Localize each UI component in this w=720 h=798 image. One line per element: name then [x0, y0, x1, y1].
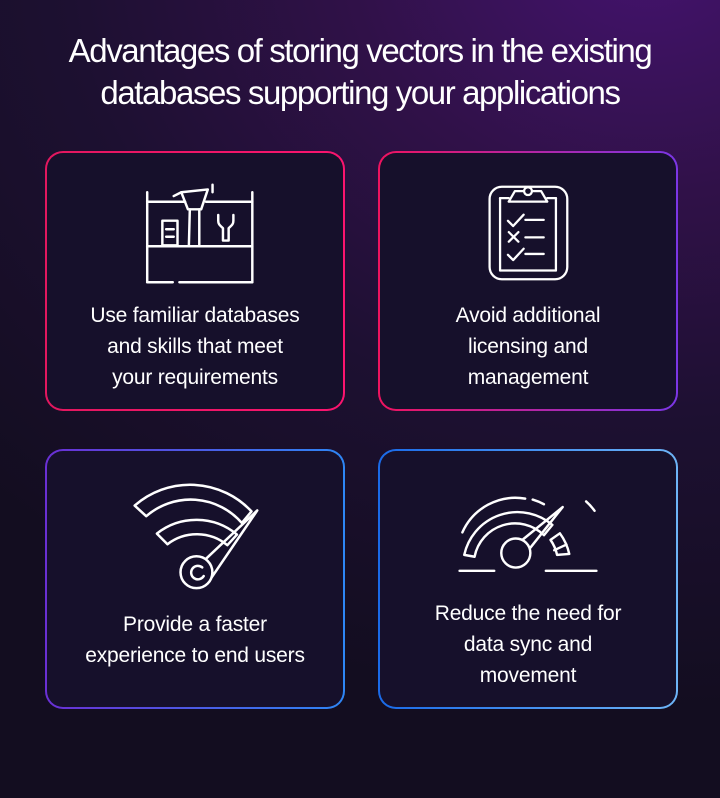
card-reduce-data-sync-panel: Reduce the need for data sync and moveme…: [380, 451, 676, 707]
card-faster-experience-label: Provide a faster experience to end users: [85, 609, 305, 671]
label-line: and skills that meet: [107, 335, 283, 358]
card-faster-experience: Provide a faster experience to end users: [45, 449, 345, 709]
advantages-grid: Use familiar databases and skills that m…: [45, 151, 678, 709]
checklist-clipboard-icon: [480, 167, 576, 298]
label-line: Reduce the need for: [434, 602, 622, 625]
label-line: Use familiar databases: [90, 304, 300, 327]
page-title-line-2: databases supporting your applications: [100, 74, 621, 111]
card-faster-experience-panel: Provide a faster experience to end users: [47, 451, 343, 707]
label-line: movement: [479, 664, 577, 687]
label-line: your requirements: [112, 366, 278, 389]
card-reduce-data-sync-label: Reduce the need for data sync and moveme…: [435, 598, 622, 691]
card-familiar-databases-panel: Use familiar databases and skills that m…: [47, 153, 343, 409]
label-line: Avoid additional: [455, 304, 601, 327]
card-avoid-licensing: Avoid additional licensing and managemen…: [378, 151, 678, 411]
label-line: Provide a faster: [123, 613, 267, 636]
card-avoid-licensing-panel: Avoid additional licensing and managemen…: [380, 153, 676, 409]
wifi-speedometer-icon: [125, 465, 265, 607]
label-line: management: [467, 366, 589, 389]
gauge-speedometer-icon: [454, 465, 602, 596]
card-familiar-databases: Use familiar databases and skills that m…: [45, 151, 345, 411]
page-title: Advantages of storing vectors in the exi…: [0, 30, 720, 114]
card-familiar-databases-label: Use familiar databases and skills that m…: [90, 300, 299, 393]
label-line: experience to end users: [85, 644, 305, 667]
toolbox-icon: [133, 167, 258, 298]
card-reduce-data-sync: Reduce the need for data sync and moveme…: [378, 449, 678, 709]
card-avoid-licensing-label: Avoid additional licensing and managemen…: [456, 300, 601, 393]
page-title-line-1: Advantages of storing vectors in the exi…: [68, 32, 653, 69]
label-line: data sync and: [463, 633, 593, 656]
label-line: licensing and: [467, 335, 588, 358]
